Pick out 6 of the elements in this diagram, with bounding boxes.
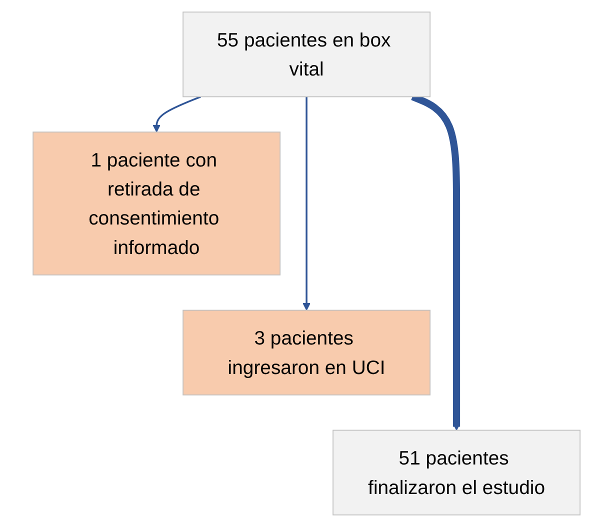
arrow — [152, 96, 201, 132]
node-box: 1 paciente con retirada de consentimiento informado — [32, 132, 280, 276]
node-box: 3 pacientes ingresaron en UCI — [182, 310, 430, 396]
node-box: 51 pacientes finalizaron el estudio — [332, 430, 580, 516]
node-box: 55 pacientes en box vital — [182, 12, 430, 98]
arrow — [302, 96, 310, 311]
